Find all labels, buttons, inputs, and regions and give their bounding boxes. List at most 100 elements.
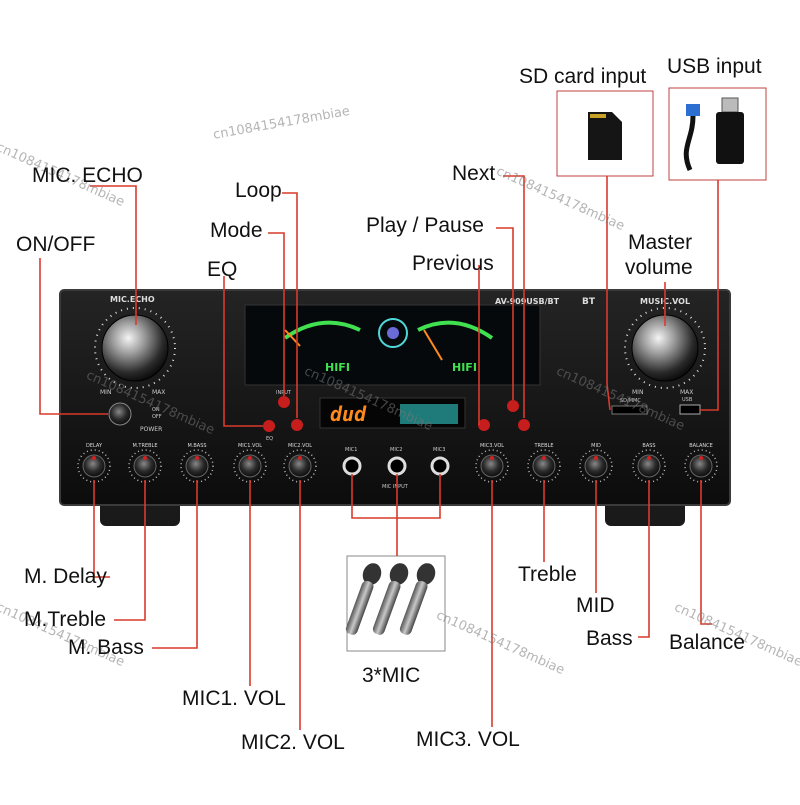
play-pause-button[interactable]: [507, 400, 519, 412]
knob-mid[interactable]: [584, 454, 608, 478]
label-next: Next: [452, 162, 496, 185]
knob-indicator-dot: [92, 456, 96, 460]
leader-on-off: [39, 258, 108, 415]
knob-mic3-vol[interactable]: [480, 454, 504, 478]
leader-m-treble: [114, 480, 146, 621]
mic3-jack[interactable]: [430, 456, 450, 476]
knob-m-bass[interactable]: [185, 454, 209, 478]
label-master-volume-line1: Master: [628, 231, 693, 254]
knob-indicator-dot: [298, 456, 302, 460]
leader-m-bass: [152, 480, 198, 649]
label-on-off: ON/OFF: [16, 233, 96, 256]
leader-play-pause: [496, 227, 514, 400]
mic2-jack[interactable]: [387, 456, 407, 476]
left-foot: [100, 500, 180, 526]
led-display-text: dud: [330, 402, 367, 426]
label-previous: Previous: [412, 252, 494, 275]
label-bass: Bass: [586, 627, 633, 650]
knob-panel-label: MIC3.VOL: [480, 443, 504, 449]
bt-label: BT: [582, 297, 596, 307]
knob-panel-label: MIC1.VOL: [238, 443, 262, 449]
label-mic1-vol: MIC1. VOL: [182, 687, 286, 710]
mic1-jack[interactable]: [342, 456, 362, 476]
knob-panel-label: TREBLE: [533, 443, 553, 449]
power-on-label: ON: [152, 407, 160, 413]
knob-mic1-vol[interactable]: [238, 454, 262, 478]
music-vol-max: MAX: [680, 389, 693, 396]
leader-mode: [268, 232, 285, 396]
power-button[interactable]: [108, 402, 132, 426]
label-master-volume-line2: volume: [625, 256, 693, 279]
eq-button[interactable]: [263, 420, 275, 432]
knob-m-treble[interactable]: [133, 454, 157, 478]
knob-mic2-vol[interactable]: [288, 454, 312, 478]
vu-meter-right: [417, 320, 494, 340]
knob-panel-label: MIC2.VOL: [288, 443, 312, 449]
loop-button[interactable]: [291, 419, 303, 431]
label-mode: Mode: [210, 219, 263, 242]
leader-bass: [638, 480, 650, 638]
leader-loop: [282, 192, 298, 418]
mic-echo-max: MAX: [152, 389, 165, 396]
mode-button[interactable]: [278, 396, 290, 408]
mic-echo-min: MIN: [100, 389, 111, 396]
leader-eq: [223, 276, 263, 427]
knob-panel-label: DELAY: [86, 443, 103, 449]
hifi-label-right: HIFI: [452, 361, 477, 374]
knob-indicator-dot: [195, 456, 199, 460]
knob-delay[interactable]: [82, 454, 106, 478]
knob-panel-label: MID: [591, 443, 601, 449]
leader-balance: [700, 480, 712, 625]
eq-panel-label: EQ: [266, 436, 273, 442]
leader-mic-echo: [90, 185, 137, 325]
usb-slot[interactable]: [679, 404, 701, 415]
label-play-pause: Play / Pause: [366, 214, 484, 237]
music-vol-min: MIN: [632, 389, 643, 396]
music-vol-knob-ring: [624, 307, 706, 389]
knob-panel-label: BALANCE: [689, 443, 713, 449]
label-balance: Balance: [669, 631, 745, 654]
model-label: AV-909USB/BT: [495, 297, 560, 306]
hifi-label-left: HIFI: [325, 361, 350, 374]
right-foot: [605, 500, 685, 526]
vu-needle-right: [423, 329, 443, 361]
label-mic2-vol: MIC2. VOL: [241, 731, 345, 754]
label-mic3-vol: MIC3. VOL: [416, 728, 520, 751]
knob-panel-label: BASS: [642, 443, 655, 449]
label-m-delay: M. Delay: [24, 565, 107, 588]
microphones-image: [345, 563, 436, 635]
sd-card-slot[interactable]: [611, 405, 648, 415]
knob-bass[interactable]: [637, 454, 661, 478]
center-logo: [378, 318, 408, 348]
spectrum-bars: [400, 404, 458, 424]
usb-panel-label: USB: [682, 397, 693, 403]
power-label: POWER: [140, 426, 162, 433]
knob-indicator-dot: [542, 456, 546, 460]
knob-treble[interactable]: [532, 454, 556, 478]
mic1-panel-label: MIC1: [345, 447, 357, 453]
knob-panel-label: M.BASS: [187, 443, 206, 449]
mic-echo-panel-label: MIC.ECHO: [110, 295, 155, 304]
leader-sd-card: [606, 176, 611, 411]
previous-button[interactable]: [478, 419, 490, 431]
leader-next: [503, 175, 525, 418]
label-sd-card-input: SD card input: [519, 65, 647, 88]
usb-stick-image: [683, 97, 744, 172]
knob-indicator-dot: [594, 456, 598, 460]
knob-indicator-dot: [143, 456, 147, 460]
knob-indicator-dot: [699, 456, 703, 460]
label-mic-echo: MIC. ECHO: [32, 164, 143, 187]
leader-m-delay: [93, 480, 110, 578]
label-loop: Loop: [235, 179, 282, 202]
mic-echo-knob[interactable]: [101, 314, 169, 382]
label-treble: Treble: [518, 563, 577, 586]
leader-mic-jacks: [351, 474, 441, 556]
knob-balance[interactable]: [689, 454, 713, 478]
mic-input-panel-label: MIC INPUT: [382, 484, 409, 490]
mic3-panel-label: MIC3: [433, 447, 445, 453]
leader-usb: [700, 180, 719, 411]
center-logo-core: [387, 327, 399, 339]
next-button[interactable]: [518, 419, 530, 431]
